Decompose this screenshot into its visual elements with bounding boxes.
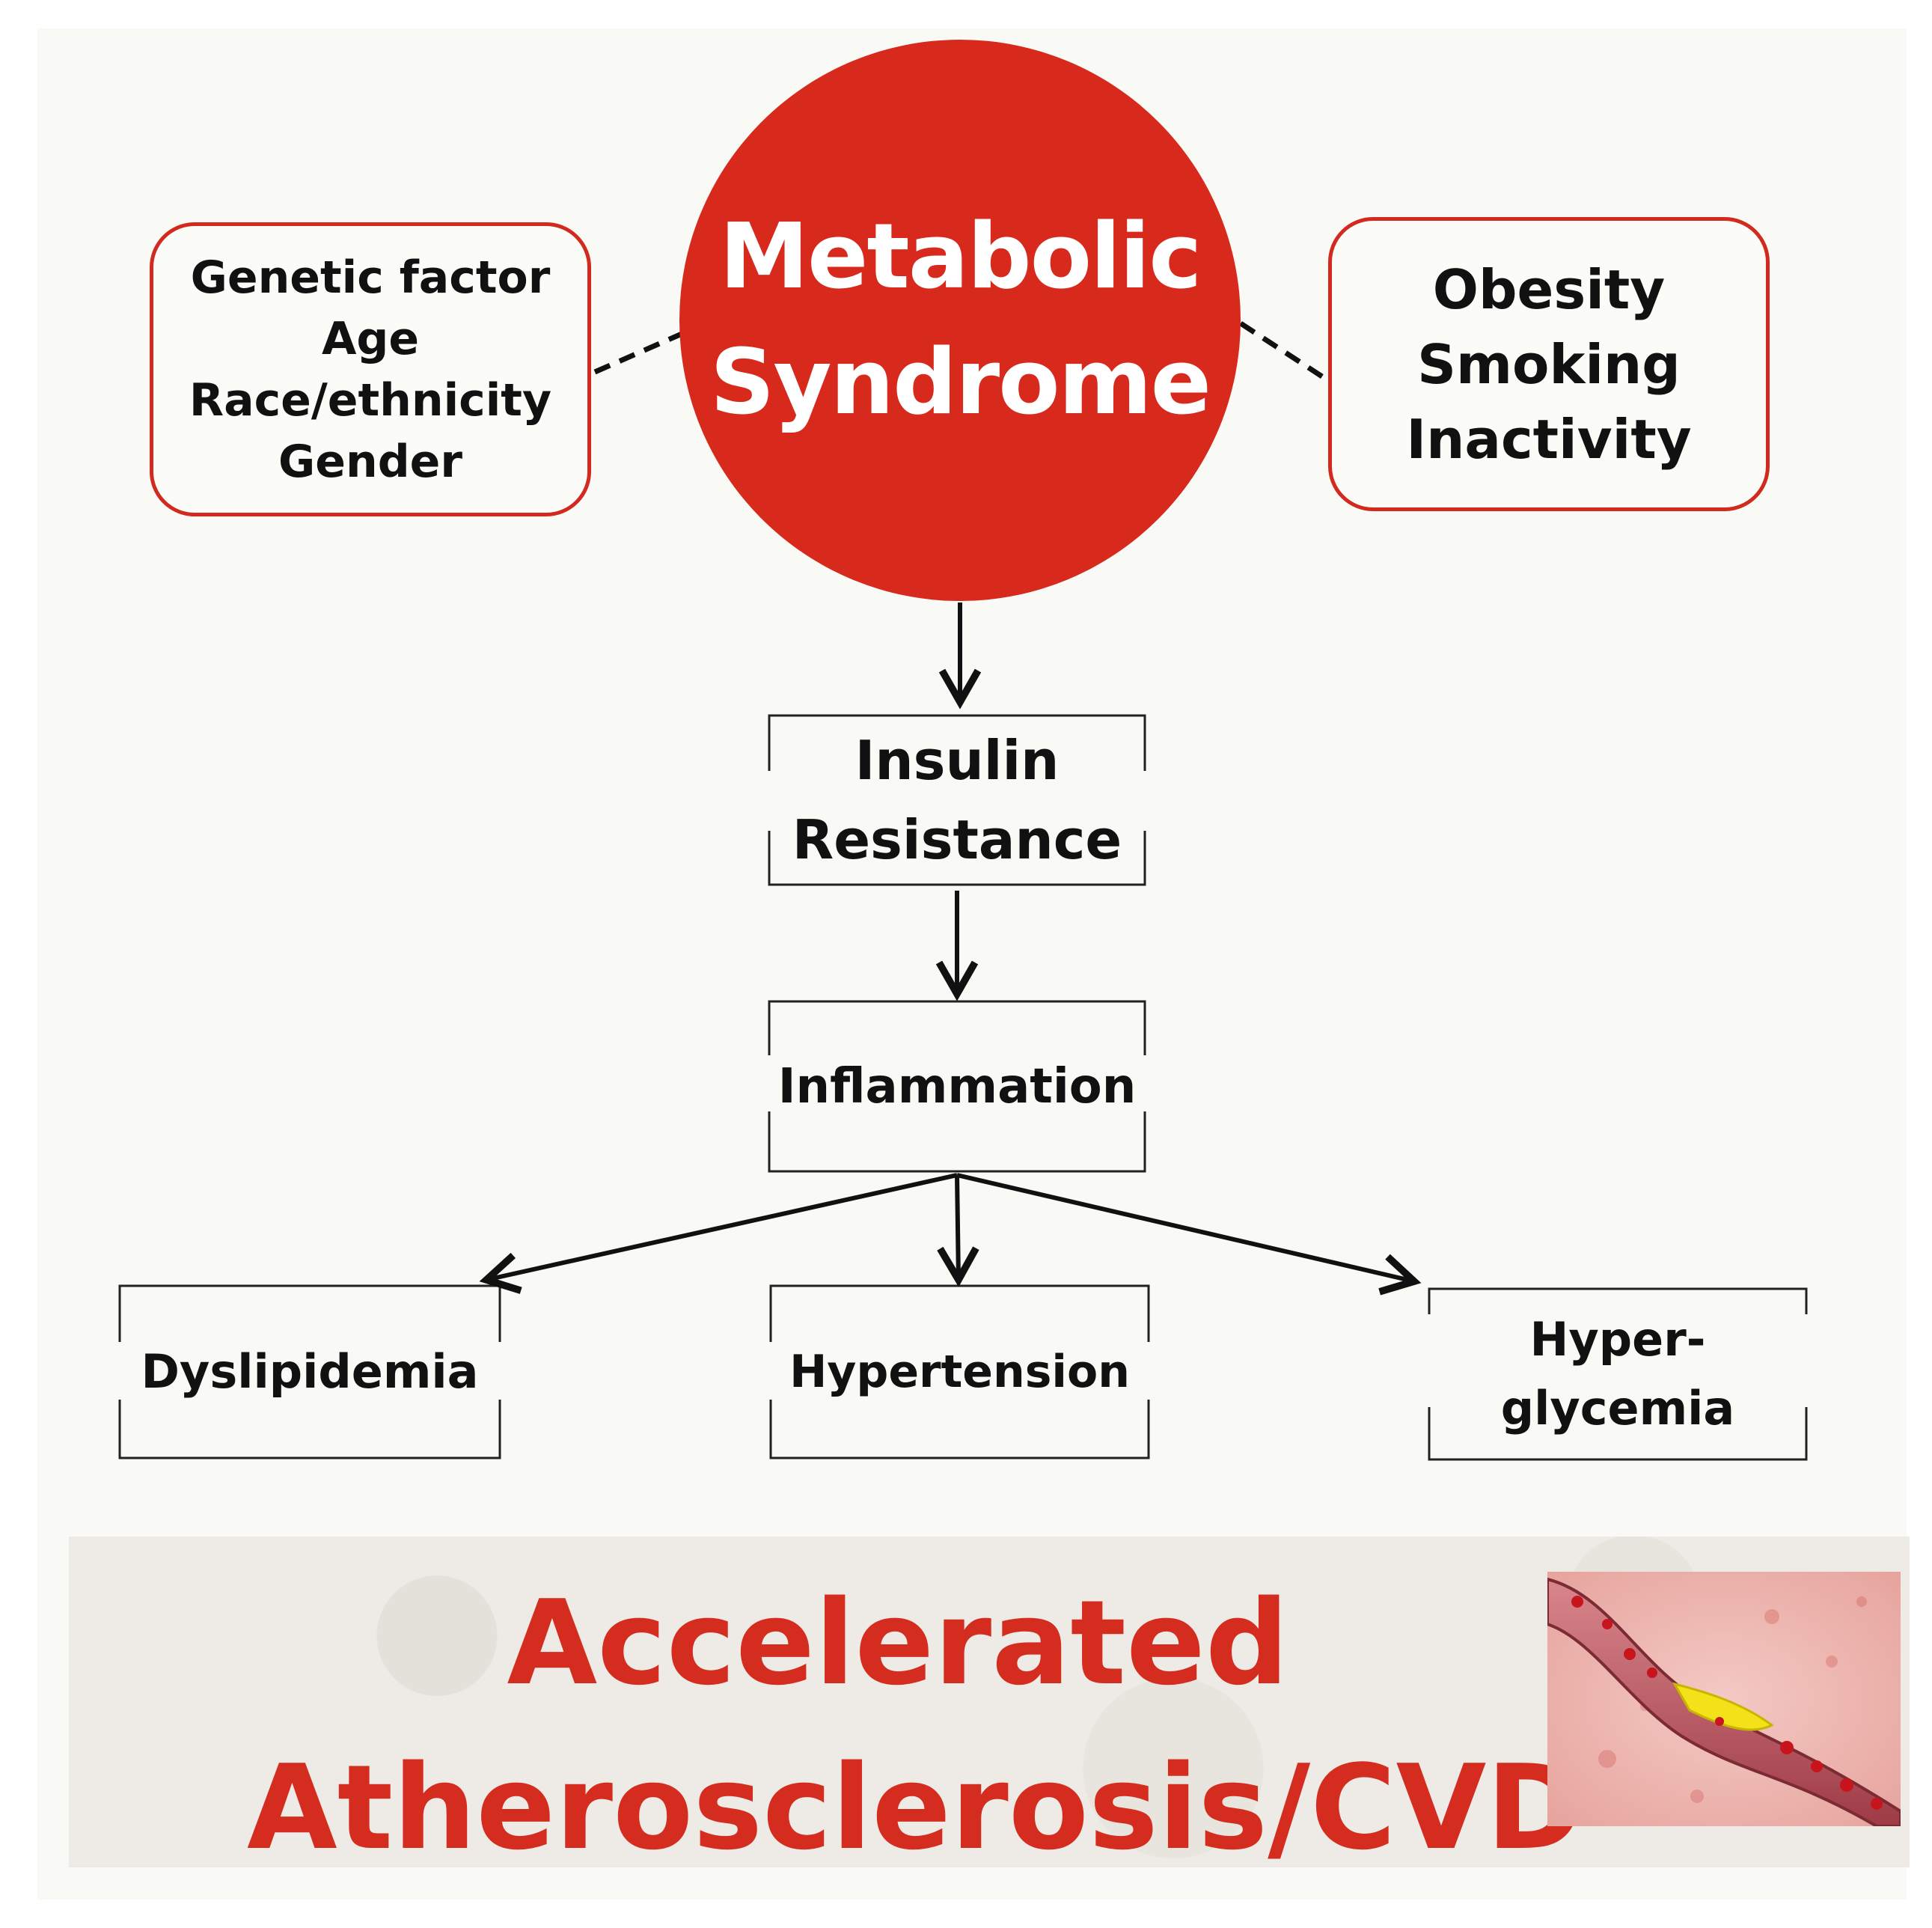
dyslipidemia-node: Dyslipidemia (120, 1286, 500, 1458)
dyslipidemia-label: Dyslipidemia (136, 1338, 483, 1406)
center-title-line2: Syndrome (709, 331, 1211, 435)
inflammation-label: Inflammation (773, 1052, 1141, 1120)
banner-line2: Atherosclerosis/CVD (247, 1739, 1583, 1876)
risk-factor-smoking: Smoking (1417, 332, 1681, 396)
hyperglycemia-label-line2: glycemia (1496, 1374, 1740, 1443)
hypertension-label: Hypertension (785, 1338, 1134, 1406)
hypertension-node: Hypertension (771, 1286, 1149, 1458)
right-dashed-link (1239, 321, 1328, 382)
risk-factors-box-nonmodifiable: Genetic factor Age Race/ethnicity Gender (150, 222, 591, 516)
arrow-to-hypertension (937, 1174, 979, 1287)
insulin-label-line2: Resistance (787, 800, 1127, 879)
center-title-line1: Metabolic (719, 205, 1202, 309)
outcome-banner-title: Accelerated Atherosclerosis/CVD (247, 1561, 1583, 1890)
arrow-to-hyperglycemia (956, 1173, 1422, 1296)
risk-factor-genetic: Genetic factor (190, 251, 551, 304)
risk-factor-race: Race/ethnicity (189, 373, 552, 427)
metabolic-syndrome-circle: Metabolic Syndrome (679, 40, 1241, 601)
risk-factors-box-lifestyle: Obesity Smoking Inactivity (1328, 217, 1770, 511)
insulin-label-line1: Insulin (850, 721, 1064, 800)
hyperglycemia-box-frame (1428, 1287, 1808, 1461)
left-dashed-link (593, 329, 688, 375)
arrow-to-dyslipidemia (479, 1173, 958, 1294)
dyslipidemia-box-frame (118, 1284, 501, 1459)
risk-factor-age: Age (321, 312, 420, 365)
risk-factor-gender: Gender (278, 435, 462, 488)
insulin-box-frame (768, 714, 1146, 886)
insulin-resistance-node: Insulin Resistance (769, 716, 1145, 885)
artery-plaque-illustration (1547, 1572, 1901, 1826)
hyperglycemia-node: Hyper- glycemia (1429, 1289, 1806, 1459)
banner-line1: Accelerated (507, 1575, 1289, 1711)
inflammation-box-frame (768, 1000, 1146, 1173)
risk-factor-obesity: Obesity (1432, 257, 1666, 321)
risk-factor-inactivity: Inactivity (1406, 407, 1692, 471)
hyperglycemia-label-line1: Hyper- (1525, 1305, 1711, 1374)
inflammation-node: Inflammation (769, 1001, 1145, 1171)
